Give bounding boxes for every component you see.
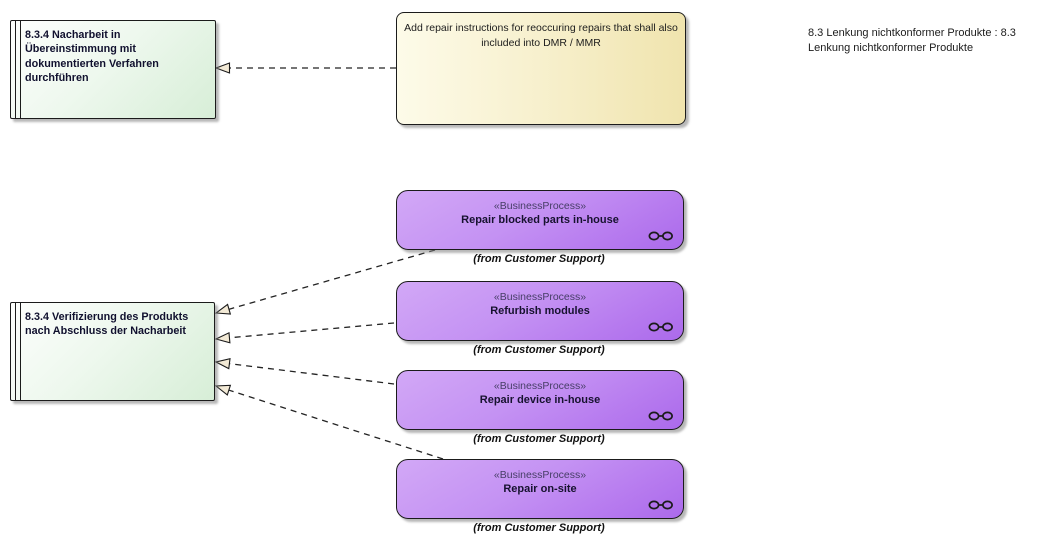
process-stereotype: «BusinessProcess» (493, 469, 587, 481)
process-repair-on-site[interactable]: «BusinessProcess» Repair on-site (396, 459, 684, 519)
process-name: Refurbish modules (490, 305, 590, 317)
linked-circles-icon (648, 411, 673, 421)
process-repair-device-in-house[interactable]: «BusinessProcess» Repair device in-house (396, 370, 684, 430)
connector-repair-on-site[interactable] (214, 384, 444, 460)
process-from-label: (from Customer Support) (473, 253, 605, 265)
activity-double-line (15, 303, 21, 400)
process-name: Repair on-site (503, 483, 577, 495)
process-stereotype: «BusinessProcess» (493, 200, 587, 212)
process-name: Repair device in-house (479, 394, 601, 406)
connector-repair-device[interactable] (214, 357, 395, 385)
connector-refurbish-modules[interactable] (214, 322, 395, 344)
process-from-label: (from Customer Support) (473, 522, 605, 534)
linked-circles-icon (648, 500, 673, 510)
activity-verifizierung[interactable]: 8.3.4 Verifizierung des Produkts nach Ab… (10, 302, 215, 401)
activity-nacharbeit-durchfuehren[interactable]: 8.3.4 Nacharbeit in Übereinstimmung mit … (10, 20, 216, 119)
activity-label: 8.3.4 Verifizierung des Produkts nach Ab… (25, 311, 189, 338)
note-repair-instructions[interactable]: Add repair instructions for reoccuring r… (396, 12, 686, 125)
process-from-label: (from Customer Support) (473, 433, 605, 445)
process-stereotype: «BusinessProcess» (493, 380, 587, 392)
activity-double-line (15, 21, 21, 118)
process-name: Repair blocked parts in-house (461, 214, 619, 226)
process-refurbish-modules[interactable]: «BusinessProcess» Refurbish modules (396, 281, 684, 341)
note-text: Add repair instructions for reoccuring r… (404, 22, 678, 49)
linked-circles-icon (648, 231, 673, 241)
linked-circles-icon (648, 322, 673, 332)
process-stereotype: «BusinessProcess» (493, 291, 587, 303)
frame-label: 8.3 Lenkung nichtkonformer Produkte : 8.… (808, 27, 1016, 54)
connector-repair-blocked-parts[interactable] (214, 249, 436, 315)
process-repair-blocked-parts-in-house[interactable]: «BusinessProcess» Repair blocked parts i… (396, 190, 684, 250)
activity-label: 8.3.4 Nacharbeit in Übereinstimmung mit … (25, 29, 159, 85)
process-from-label: (from Customer Support) (473, 344, 605, 356)
